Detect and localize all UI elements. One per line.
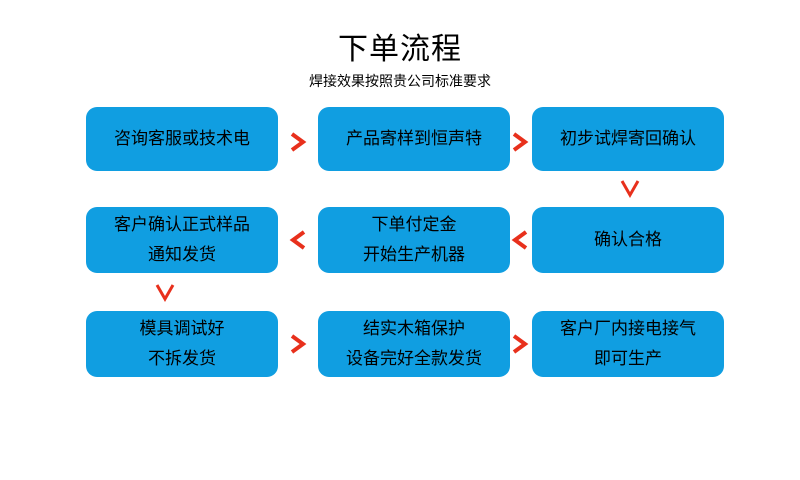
- connector-r1-c2-c3-icon: [510, 130, 530, 154]
- flow-node-step-1[interactable]: 咨询客服或技术电: [86, 107, 278, 171]
- connector-r2-c2-c1-icon: [288, 228, 308, 252]
- flow-node-label: 确认合格: [594, 230, 662, 250]
- flow-node-label: 客户确认正式样品: [114, 215, 250, 235]
- connector-r1c3-r2c3-icon: [617, 178, 643, 200]
- flow-node-step-7[interactable]: 模具调试好 不拆发货: [86, 311, 278, 377]
- flow-node-label: 结实木箱保护: [363, 319, 465, 339]
- header: 下单流程 焊接效果按照贵公司标准要求: [0, 32, 800, 91]
- flow-node-label: 设备完好全款发货: [346, 349, 482, 369]
- page-title: 下单流程: [338, 32, 462, 67]
- flow-node-label: 通知发货: [148, 245, 216, 265]
- connector-r3-c2-c3-icon: [510, 332, 530, 356]
- flow-node-label: 即可生产: [594, 349, 662, 369]
- flow-node-step-8[interactable]: 结实木箱保护 设备完好全款发货: [318, 311, 510, 377]
- flow-node-label: 初步试焊寄回确认: [560, 129, 696, 149]
- flow-node-label: 下单付定金: [371, 215, 457, 235]
- flow-node-step-3[interactable]: 初步试焊寄回确认: [532, 107, 724, 171]
- flow-node-step-5[interactable]: 下单付定金 开始生产机器: [318, 207, 510, 273]
- connector-r2c1-r3c1-icon: [152, 282, 178, 304]
- flow-node-step-4[interactable]: 确认合格: [532, 207, 724, 273]
- flow-node-label: 模具调试好: [139, 319, 225, 339]
- flow-node-label: 客户厂内接电接气: [560, 319, 696, 339]
- flow-node-step-9[interactable]: 客户厂内接电接气 即可生产: [532, 311, 724, 377]
- flow-node-step-6[interactable]: 客户确认正式样品 通知发货: [86, 207, 278, 273]
- connector-r3-c1-c2-icon: [288, 332, 308, 356]
- flow-node-label: 开始生产机器: [363, 245, 465, 265]
- connector-r2-c3-c2-icon: [510, 228, 530, 252]
- page-subtitle: 焊接效果按照贵公司标准要求: [309, 74, 491, 90]
- flow-node-step-2[interactable]: 产品寄样到恒声特: [318, 107, 510, 171]
- flow-node-label: 产品寄样到恒声特: [346, 129, 482, 149]
- flow-node-label: 不拆发货: [148, 349, 216, 369]
- flow-node-label: 咨询客服或技术电: [114, 129, 250, 149]
- connector-r1-c1-c2-icon: [288, 130, 308, 154]
